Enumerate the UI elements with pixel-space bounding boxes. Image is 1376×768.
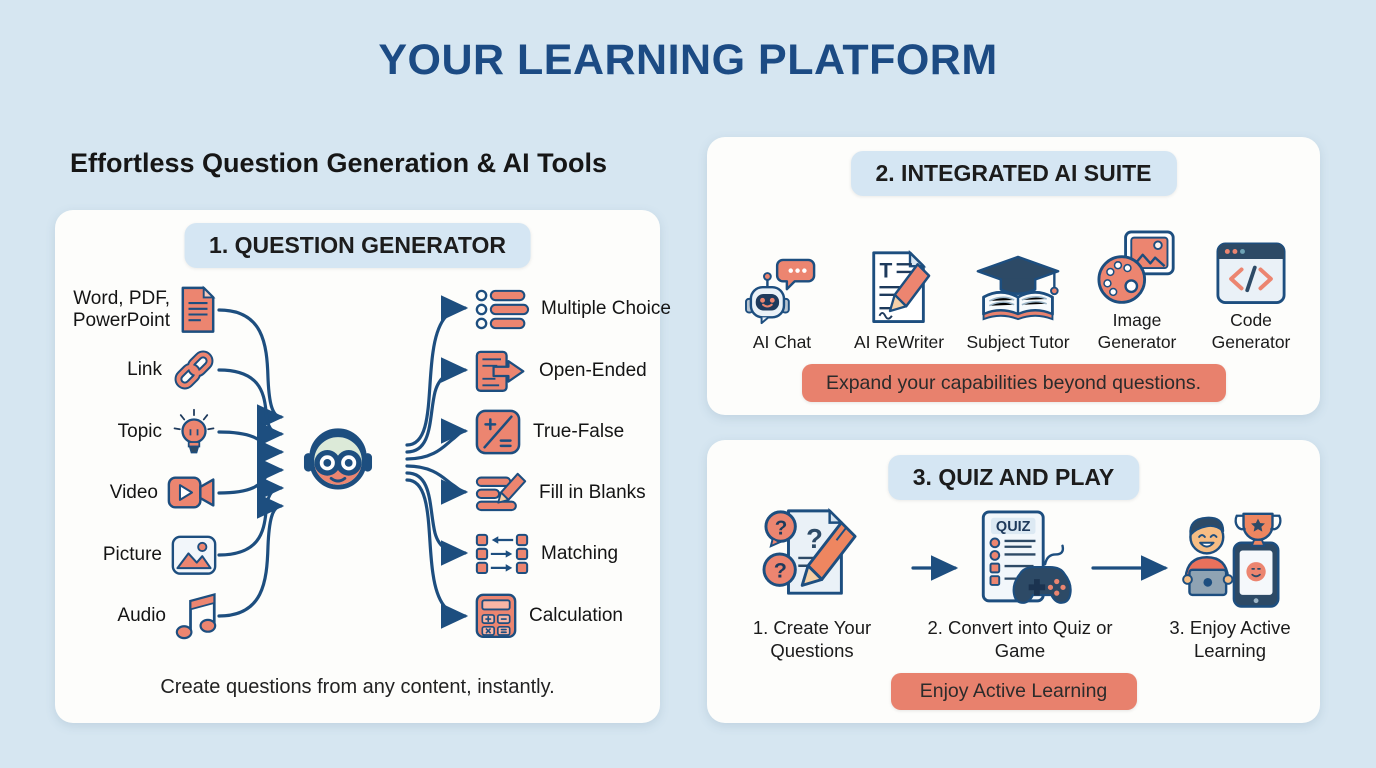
step-label: 3. Enjoy Active Learning bbox=[1169, 616, 1291, 661]
input-row: Word, PDF, PowerPoint bbox=[65, 282, 217, 338]
tool-ai-rewriter: T AI ReWriter bbox=[839, 201, 959, 353]
output-label: Open-Ended bbox=[539, 360, 647, 381]
multiple-choice-icon bbox=[475, 289, 530, 330]
questions-pencil-icon: ??? bbox=[762, 502, 861, 611]
ai-suite-card: 2. INTEGRATED AI SUITE AI Chat T AI ReWr… bbox=[707, 137, 1320, 415]
step-create-questions: ??? 1. Create Your Questions bbox=[717, 502, 907, 662]
ai-avatar-icon bbox=[303, 422, 373, 496]
graduation-book-icon bbox=[974, 226, 1062, 326]
music-note-icon bbox=[175, 592, 217, 640]
tool-ai-chat: AI Chat bbox=[722, 201, 842, 353]
output-label: Multiple Choice bbox=[541, 298, 671, 319]
fill-in-blanks-icon bbox=[475, 472, 527, 515]
step-label: 1. Create Your Questions bbox=[752, 616, 872, 661]
tool-label: AI Chat bbox=[752, 331, 812, 352]
svg-text:?: ? bbox=[775, 516, 788, 539]
rewriter-document-icon: T bbox=[868, 226, 931, 326]
tool-subject-tutor: Subject Tutor bbox=[958, 201, 1078, 353]
input-label: Word, PDF, PowerPoint bbox=[72, 287, 170, 331]
ai-suite-banner: Expand your capabilities beyond question… bbox=[801, 364, 1226, 402]
input-row: Picture bbox=[65, 527, 217, 583]
open-ended-icon bbox=[475, 350, 527, 393]
input-label: Video bbox=[109, 481, 158, 503]
input-label: Topic bbox=[117, 420, 162, 442]
palette-image-icon bbox=[1097, 204, 1177, 304]
input-row: Link bbox=[65, 342, 217, 398]
step-enjoy-learning: 3. Enjoy Active Learning bbox=[1135, 502, 1325, 662]
svg-text:?: ? bbox=[774, 557, 787, 582]
tool-label: Subject Tutor bbox=[966, 331, 1070, 352]
input-row: Video bbox=[65, 465, 217, 521]
ai-suite-title: 2. INTEGRATED AI SUITE bbox=[850, 151, 1177, 196]
left-section-heading: Effortless Question Generation & AI Tool… bbox=[70, 148, 608, 178]
page-title: YOUR LEARNING PLATFORM bbox=[378, 36, 998, 84]
step-arrows bbox=[911, 555, 1169, 581]
question-generator-card: 1. QUESTION GENERATOR Word, PDF, PowerPo… bbox=[55, 210, 671, 723]
step-convert-quiz-game: QUIZ 2. Convert into Quiz or Game bbox=[925, 502, 1115, 662]
tool-image-generator: Image Generator bbox=[1077, 201, 1197, 353]
lightbulb-icon bbox=[171, 408, 217, 456]
question-generator-title: 1. QUESTION GENERATOR bbox=[184, 223, 531, 268]
svg-text:QUIZ: QUIZ bbox=[996, 519, 1031, 535]
output-row: Calculation bbox=[475, 588, 660, 644]
output-row: True-False bbox=[475, 404, 660, 460]
svg-text:T: T bbox=[879, 260, 892, 283]
input-label: Picture bbox=[102, 543, 162, 565]
ai-chat-robot-icon bbox=[745, 226, 818, 326]
quiz-play-banner: Enjoy Active Learning bbox=[890, 673, 1137, 710]
output-label: Fill in Blanks bbox=[539, 482, 646, 503]
output-row: Fill in Blanks bbox=[475, 465, 660, 521]
flow-arrows bbox=[217, 295, 469, 629]
calculator-icon bbox=[475, 593, 517, 639]
output-row: Multiple Choice bbox=[475, 281, 671, 337]
picture-icon bbox=[171, 535, 217, 575]
matching-icon bbox=[475, 533, 529, 576]
tool-label: Image Generator bbox=[1097, 310, 1177, 352]
output-row: Open-Ended bbox=[475, 343, 660, 399]
tool-label: Code Generator bbox=[1211, 310, 1291, 352]
output-label: Calculation bbox=[529, 605, 623, 626]
link-icon bbox=[171, 347, 217, 393]
input-label: Link bbox=[127, 358, 162, 380]
active-learner-icon bbox=[1174, 502, 1286, 611]
quiz-and-play-card: 3. QUIZ AND PLAY ??? 1. Create Your Ques… bbox=[707, 440, 1320, 723]
video-camera-icon bbox=[167, 474, 217, 511]
output-row: Matching bbox=[475, 526, 660, 582]
tool-label: AI ReWriter bbox=[853, 331, 945, 352]
output-label: Matching bbox=[541, 543, 619, 564]
quiz-and-play-title: 3. QUIZ AND PLAY bbox=[887, 455, 1140, 500]
input-row: Topic bbox=[65, 404, 217, 460]
output-label: True-False bbox=[533, 421, 625, 442]
code-window-icon bbox=[1216, 204, 1286, 304]
quiz-controller-icon: QUIZ bbox=[962, 502, 1078, 611]
document-icon bbox=[179, 285, 217, 334]
input-row: Audio bbox=[65, 588, 217, 644]
generator-caption: Create questions from any content, insta… bbox=[160, 676, 555, 698]
input-label: Audio bbox=[117, 604, 166, 626]
step-label: 2. Convert into Quiz or Game bbox=[927, 616, 1113, 661]
tool-code-generator: Code Generator bbox=[1191, 201, 1311, 353]
svg-text:?: ? bbox=[806, 523, 823, 554]
true-false-icon bbox=[475, 409, 521, 455]
